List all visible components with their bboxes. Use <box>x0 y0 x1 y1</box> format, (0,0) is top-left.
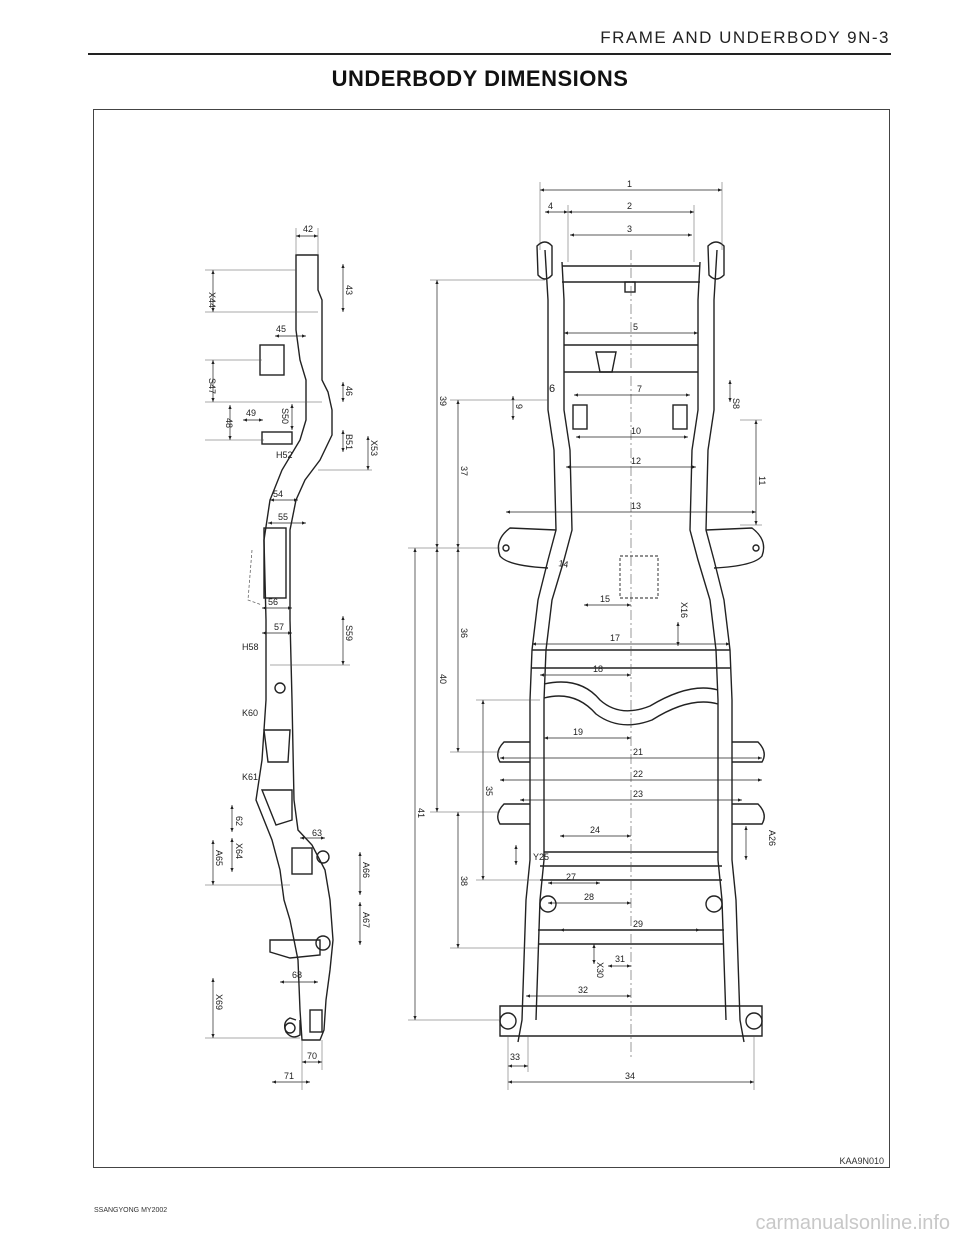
dim-K61: K61 <box>242 772 258 782</box>
dim-B51: B51 <box>344 434 354 450</box>
watermark: carmanualsonline.info <box>755 1212 950 1234</box>
dim-39: 39 <box>438 396 448 406</box>
dim-33: 33 <box>510 1052 520 1062</box>
dim-H58: H58 <box>242 642 259 652</box>
dim-17: 17 <box>610 633 620 643</box>
dim-31: 31 <box>615 954 625 964</box>
dim-3: 3 <box>627 224 632 234</box>
section-header: FRAME AND UNDERBODY 9N-3 <box>600 28 890 47</box>
dim-6: 6 <box>549 383 555 395</box>
dim-S50: S50 <box>280 408 290 424</box>
dim-A65: A65 <box>214 850 224 866</box>
dim-S8: S8 <box>731 398 741 409</box>
dim-9: 9 <box>514 404 524 409</box>
side-view-dashed <box>247 549 263 606</box>
dim-37: 37 <box>459 466 469 476</box>
dim-X69: X69 <box>214 994 224 1010</box>
dim-68: 68 <box>292 970 302 980</box>
dim-35: 35 <box>484 786 494 796</box>
top-view-dims <box>413 188 762 1084</box>
dim-24: 24 <box>590 825 600 835</box>
figure-reference: KAA9N010 <box>839 1156 884 1166</box>
dim-5: 5 <box>633 322 638 332</box>
dim-22: 22 <box>633 769 643 779</box>
dim-41: 41 <box>416 808 426 818</box>
dim-55: 55 <box>278 512 288 522</box>
top-view-leaders <box>408 182 762 1090</box>
dim-27: 27 <box>566 872 576 882</box>
dim-71: 71 <box>284 1071 294 1081</box>
side-view-leaders <box>205 228 372 1090</box>
dim-10: 10 <box>631 426 641 436</box>
dim-H52: H52 <box>276 450 293 460</box>
dim-A26: A26 <box>767 830 777 846</box>
dim-A67: A67 <box>361 912 371 928</box>
figure-frame <box>93 109 890 1168</box>
dim-70: 70 <box>307 1051 317 1061</box>
dim-45: 45 <box>276 324 286 334</box>
dim-32: 32 <box>578 985 588 995</box>
dim-19: 19 <box>573 727 583 737</box>
dim-S47: S47 <box>207 378 217 394</box>
dim-S59: S59 <box>344 625 354 641</box>
dim-2: 2 <box>627 201 632 211</box>
dim-21: 21 <box>633 747 643 757</box>
dim-49: 49 <box>246 408 256 418</box>
dim-7: 7 <box>637 384 642 394</box>
dim-38: 38 <box>459 876 469 886</box>
dim-34: 34 <box>625 1071 635 1081</box>
dim-43: 43 <box>344 285 354 295</box>
dim-X16: X16 <box>679 602 689 618</box>
dim-42: 42 <box>303 224 313 234</box>
dim-X53: X53 <box>369 440 379 456</box>
dim-X64: X64 <box>234 843 244 859</box>
side-view-text: 42 43 X44 45 46 S47 48 49 S50 B51 H52 X5… <box>207 224 379 1081</box>
dim-X30: X30 <box>595 962 605 978</box>
side-view-dims <box>211 234 370 1084</box>
header-rule <box>88 53 891 55</box>
top-view-text: 1 2 3 4 5 6 7 S8 9 10 11 12 13 14 15 X16… <box>416 179 777 1081</box>
dim-62: 62 <box>234 816 244 826</box>
dim-11: 11 <box>757 476 767 485</box>
dim-40: 40 <box>438 674 448 684</box>
dim-Y25: Y25 <box>533 852 549 862</box>
dim-63: 63 <box>312 828 322 838</box>
dim-14: 14 <box>558 558 570 570</box>
page-title: UNDERBODY DIMENSIONS <box>331 66 629 91</box>
dim-K60: K60 <box>242 708 258 718</box>
dim-28: 28 <box>584 892 594 902</box>
dim-A66: A66 <box>361 862 371 878</box>
footer-left: SSANGYONG MY2002 <box>94 1207 168 1214</box>
dim-X44: X44 <box>207 292 217 308</box>
dim-23: 23 <box>633 789 643 799</box>
dim-15: 15 <box>600 594 610 604</box>
dim-29: 29 <box>633 919 643 929</box>
dim-57: 57 <box>274 622 284 632</box>
dim-13: 13 <box>631 501 641 511</box>
dim-18: 18 <box>593 664 603 674</box>
dim-12: 12 <box>631 456 641 466</box>
dim-1: 1 <box>627 179 632 189</box>
dim-46: 46 <box>344 386 354 396</box>
dim-36: 36 <box>459 628 469 638</box>
dim-56: 56 <box>268 597 278 607</box>
dim-4: 4 <box>548 201 553 211</box>
dim-48: 48 <box>224 418 234 428</box>
dim-54: 54 <box>273 489 283 499</box>
side-view <box>255 254 334 1041</box>
